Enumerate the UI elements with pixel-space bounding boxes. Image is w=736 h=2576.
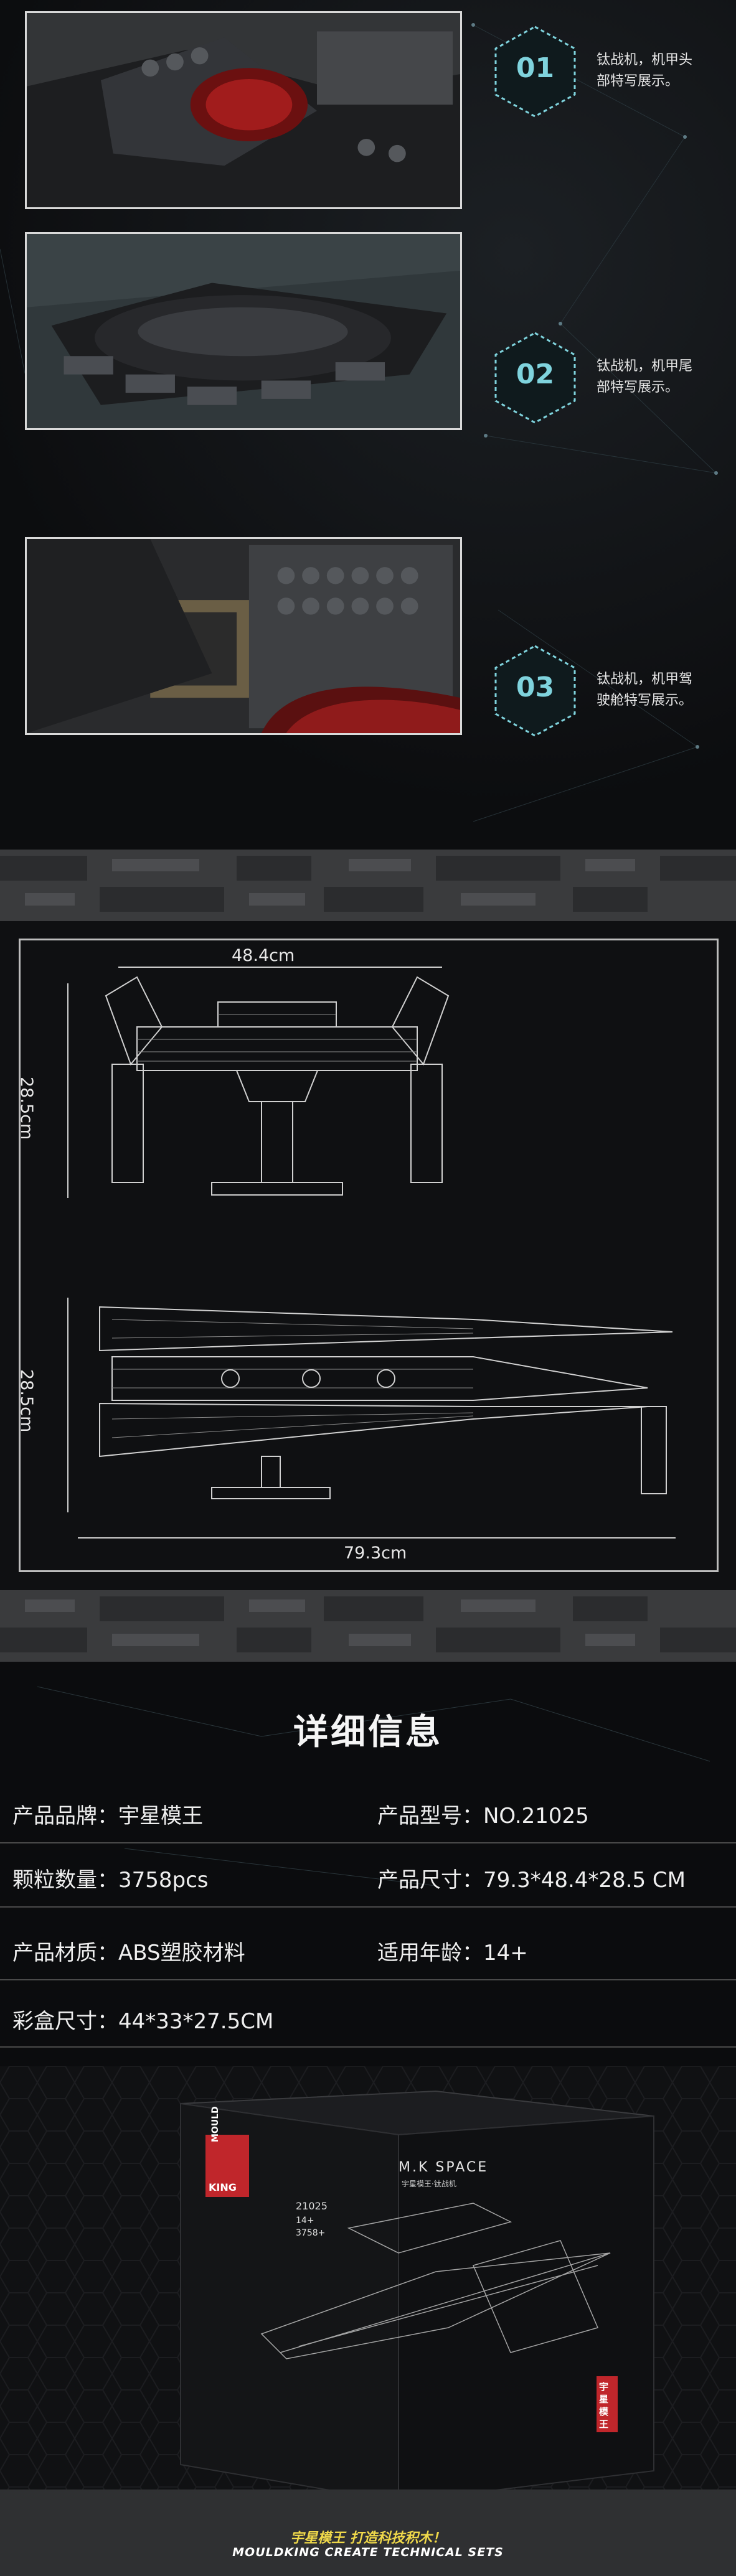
footer-slogan-en: MOULDKING CREATE TECHNICAL SETS — [232, 2546, 504, 2559]
height-measure-line — [67, 983, 68, 1198]
tech-pattern-band — [0, 850, 736, 921]
spec-material: 产品材质：ABS塑胶材料 — [12, 1941, 245, 1965]
length-measure-line — [78, 1537, 676, 1539]
dimensions-section — [0, 921, 736, 1590]
spec-pieces: 颗粒数量：3758pcs — [12, 1868, 209, 1893]
box-series-sub: 宇星模王·钛战机 — [402, 2180, 456, 2188]
spec-box-size: 彩盒尺寸：44*33*27.5CM — [12, 2009, 274, 2034]
row-divider — [0, 1842, 736, 1843]
box-brand-line2: KING — [209, 2181, 237, 2193]
spec-age: 适用年龄：14+ — [377, 1941, 528, 1965]
constellation-background — [37, 1686, 710, 1886]
spec-size: 产品尺寸：79.3*48.4*28.5 CM — [377, 1868, 686, 1893]
box-series-title: M.K SPACE — [399, 2160, 489, 2175]
spec-brand: 产品品牌：宇星模王 — [12, 1804, 203, 1829]
hex-badge-02 — [494, 331, 577, 424]
feature-text-line: 部特写展示。 — [597, 380, 679, 395]
feature-photo-head — [25, 11, 462, 209]
feature-text-line: 驶舱特写展示。 — [597, 693, 693, 708]
box-pcs: 3758+ — [296, 2228, 326, 2238]
box-age: 14+ — [296, 2216, 314, 2226]
ship-front-view-drawing — [105, 976, 450, 1196]
footer-band — [0, 2489, 736, 2576]
ship-side-view-drawing — [99, 1306, 672, 1499]
spec-model: 产品型号：NO.21025 — [377, 1804, 589, 1829]
feature-number-01: 01 — [516, 52, 555, 84]
feature-text-line: 钛战机，机甲驾 — [597, 672, 693, 687]
footer-slogan-cn: 宇星模王 打造科技积木！ — [290, 2531, 446, 2546]
feature-text-line: 钛战机，机甲头 — [597, 52, 693, 68]
row-divider — [0, 1906, 736, 1908]
side-height-label: 28.5cm — [17, 1369, 36, 1433]
tech-pattern-band — [0, 1590, 736, 1662]
feature-text-03: 钛战机，机甲驾 驶舱特写展示。 — [597, 669, 721, 711]
dimensions-frame — [19, 939, 719, 1572]
box-brand-line1: MOULD — [210, 2106, 220, 2142]
hex-badge-01 — [494, 25, 577, 118]
brand-logo — [205, 2135, 249, 2197]
width-measure-line — [118, 967, 442, 968]
feature-photo-cockpit — [25, 537, 462, 735]
details-title: 详细信息 — [293, 1712, 443, 1753]
box-brand-logo-text: MOULD — [210, 2106, 220, 2142]
width-label: 48.4cm — [232, 946, 295, 965]
height-label: 28.5cm — [17, 1077, 36, 1140]
feature-number-02: 02 — [516, 358, 555, 390]
box-side-badge-text: 宇星模王 — [599, 2381, 609, 2430]
side-badge — [597, 2376, 618, 2432]
row-divider — [0, 2046, 736, 2048]
feature-text-line: 部特写展示。 — [597, 73, 679, 89]
length-label: 79.3cm — [344, 1543, 407, 1563]
box-model-no: 21025 — [296, 2200, 328, 2212]
feature-number-03: 03 — [516, 672, 555, 703]
feature-text-02: 钛战机，机甲尾 部特写展示。 — [597, 356, 721, 398]
feature-text-line: 钛战机，机甲尾 — [597, 358, 693, 374]
row-divider — [0, 1979, 736, 1980]
feature-photo-tail — [25, 232, 462, 430]
feature-text-01: 钛战机，机甲头 部特写展示。 — [597, 50, 721, 92]
side-height-measure-line — [67, 1298, 68, 1512]
hex-badge-03 — [494, 644, 577, 738]
